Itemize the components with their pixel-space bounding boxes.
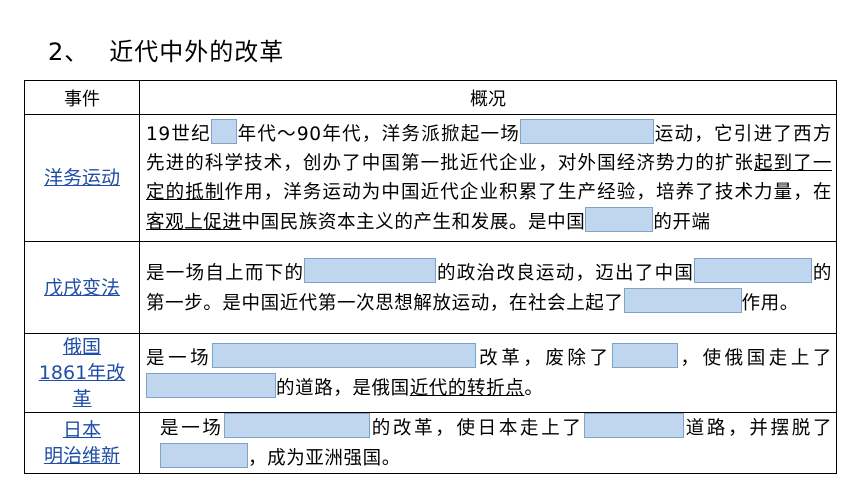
answer-blank[interactable] (223, 413, 370, 438)
table-row: 俄国 1861年改革 是一场 改革，废除了 ，使俄国走上了的道路，是俄国近代的转折点。 (24, 333, 837, 413)
text-span: ，使俄国走上了 (677, 348, 832, 369)
text-span: 的道路，是俄国 (276, 378, 410, 399)
event-line: 革 (72, 388, 92, 410)
text-span: 年代～90年代，洋务派掀起一场 (236, 124, 521, 145)
answer-blank[interactable] (585, 207, 654, 232)
text-span: 作用。 (741, 292, 799, 314)
event-link-yangwu[interactable]: 洋务运动 (43, 167, 120, 189)
text-span: 是一场自上而下的 (146, 262, 305, 284)
table-row: 日本明治维新 是一场 的改革，使日本走上了 道路，并摆脱了 ，成为亚洲强国。 (24, 412, 837, 474)
table-header-row: 事件 概况 (24, 80, 837, 115)
section-number: 2、 (48, 38, 90, 66)
overview-cell: 是一场自上而下的 的政治改良运动，迈出了中国的第一步。是中国近代第一次思想解放运动… (139, 241, 837, 334)
event-cell: 洋务运动 (24, 114, 140, 242)
answer-blank[interactable] (212, 343, 477, 368)
event-line: 1861年改 (38, 362, 126, 384)
answer-blank[interactable] (583, 413, 684, 438)
answer-blank[interactable] (694, 257, 813, 283)
text-span: 是一场 (146, 348, 213, 369)
section-heading: 2、近代中外的改革 (48, 32, 284, 67)
text-span: 的改革，使日本走上了 (369, 418, 584, 439)
reform-table: 事件 概况 洋务运动 19世纪 年代～90年代，洋务派掀起一场运动，它引进了西方先… (24, 80, 837, 474)
text-span: 是一场 (160, 418, 224, 439)
overview-cell: 是一场 改革，废除了 ，使俄国走上了的道路，是俄国近代的转折点。 (139, 333, 837, 413)
text-span: 中国民族资本主义的产生和发展。是中国 (241, 212, 586, 233)
text-span: 19世纪 (146, 124, 211, 145)
overview-cell: 是一场 的改革，使日本走上了 道路，并摆脱了 ，成为亚洲强国。 (139, 412, 837, 474)
text-span: 道路，并摆脱了 (683, 418, 832, 439)
text-span: 的政治改良运动，迈出了中国 (436, 262, 695, 284)
text-span: 改革，废除了 (476, 348, 612, 369)
answer-blank[interactable] (611, 343, 678, 368)
text-span: 的第一步。是中国近代第一次思想解放运动，在社会上起了 (146, 262, 832, 314)
answer-blank[interactable] (146, 373, 276, 398)
table-row: 戊戌变法 是一场自上而下的 的政治改良运动，迈出了中国的第一步。是中国近代第一次思… (24, 241, 837, 334)
answer-blank[interactable] (304, 257, 437, 283)
table-row: 洋务运动 19世纪 年代～90年代，洋务派掀起一场运动，它引进了西方先进的科学技术… (24, 114, 837, 242)
event-cell: 俄国 1861年改革 (24, 333, 140, 413)
event-cell: 日本明治维新 (24, 412, 140, 474)
event-link-wuxu[interactable]: 戊戌变法 (43, 276, 120, 299)
event-line: 明治维新 (43, 445, 120, 467)
underlined-text: 客观上促进 (146, 212, 242, 233)
text-span: 。 (524, 378, 544, 399)
answer-blank[interactable] (160, 443, 248, 468)
header-event: 事件 (24, 80, 140, 115)
answer-blank[interactable] (623, 287, 742, 313)
answer-blank[interactable] (210, 119, 237, 144)
event-link-russia[interactable]: 俄国 1861年改革 (39, 336, 125, 410)
section-title: 近代中外的改革 (109, 38, 285, 66)
text-span: 的开端 (653, 212, 711, 233)
text-span: ，成为亚洲强国。 (248, 448, 401, 469)
event-line: 俄国 (62, 336, 101, 358)
underlined-text: 近代的转折点 (409, 378, 525, 399)
header-overview: 概况 (139, 80, 837, 115)
answer-blank[interactable] (520, 119, 655, 144)
event-cell: 戊戌变法 (24, 241, 140, 334)
event-link-meiji[interactable]: 日本明治维新 (44, 419, 120, 467)
event-line: 日本 (62, 419, 101, 441)
overview-cell: 19世纪 年代～90年代，洋务派掀起一场运动，它引进了西方先进的科学技术，创办了中… (139, 114, 837, 242)
underlined-text: 起到了一定的抵制 (146, 153, 832, 203)
text-span: 运动，它引进了西方先进的科学技术，创办了中国第一批近代企业，对外国经济势力的扩张 (146, 124, 832, 174)
text-span: 作用，洋务运动为中国近代企业积累了生产经验，培养了技术力量，在 (224, 182, 832, 203)
